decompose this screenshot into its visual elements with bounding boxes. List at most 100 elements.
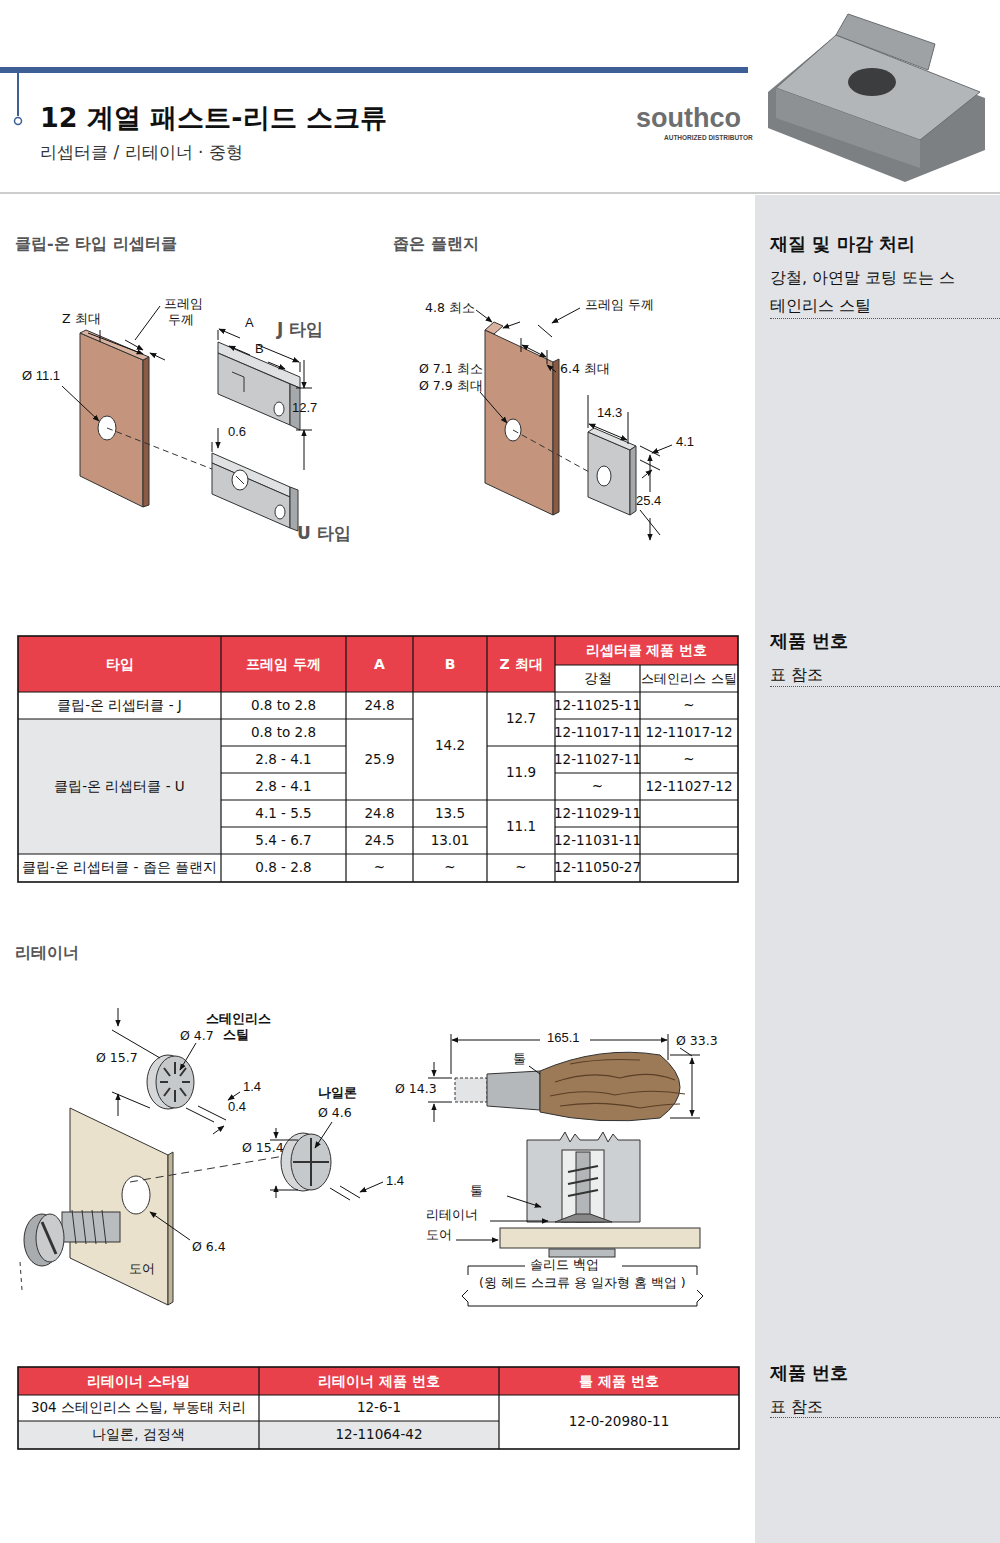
table-cell: 12-11029-11 — [555, 800, 640, 827]
table-header: A — [346, 636, 413, 692]
dimension-label: 25.4 — [636, 494, 661, 509]
dimension-label: 리테이너 — [426, 1208, 478, 1222]
table-cell: 12-11064-42 — [259, 1421, 499, 1449]
dotted-rule — [770, 1417, 1000, 1418]
table-cell: 클립-온 리셉터클 - 좁은 플랜지 — [18, 854, 221, 882]
dimension-label: 14.3 — [597, 406, 622, 421]
table-cell: 12-11017-12 — [640, 719, 738, 746]
type-label: J 타입 — [277, 320, 323, 340]
material-label: 나일론 — [318, 1086, 357, 1100]
table-header: 리테이너 스타일 — [18, 1367, 259, 1395]
dimension-label: Ø 7.9 최대 — [419, 379, 483, 393]
dimension-label: 165.1 — [547, 1031, 580, 1046]
table-cell: 12-11025-11 — [555, 692, 640, 719]
table-cell: 4.1 - 5.5 — [221, 800, 346, 827]
table-cell: 11.9 — [487, 746, 555, 800]
side-panel: 재질 및 마감 처리강철, 아연말 코팅 또는 스테인리스 스틸제품 번호표 참… — [755, 195, 1000, 1543]
table-cell: 12-11017-11 — [555, 719, 640, 746]
table-cell: 나일론, 검정색 — [18, 1421, 259, 1449]
table-cell: ~ — [640, 746, 738, 773]
table-cell: ~ — [640, 692, 738, 719]
dimension-label: 두께 — [168, 313, 194, 327]
dimension-label: 4.1 — [676, 435, 694, 450]
section-heading: 클립-온 타입 리셉터클 — [15, 235, 177, 253]
table-header: 리셉터클 제품 번호 — [555, 636, 738, 665]
dimension-label: 솔리드 백업 — [530, 1258, 599, 1272]
table-subheader: 스테인리스 스틸 — [640, 665, 738, 692]
table-cell: 12-6-1 — [259, 1395, 499, 1421]
panel-heading: 재질 및 마감 처리 — [770, 232, 915, 256]
table-cell: 2.8 - 4.1 — [221, 773, 346, 800]
dimension-label: 툴 — [513, 1052, 526, 1066]
table-cell: 25.9 — [346, 719, 413, 800]
table-header: 툴 제품 번호 — [499, 1367, 739, 1395]
table-cell: 12-11027-12 — [640, 773, 738, 800]
table-cell: 0.8 to 2.8 — [221, 719, 346, 746]
table-cell: 0.8 - 2.8 — [221, 854, 346, 882]
dimension-label: 도어 — [129, 1262, 155, 1276]
panel-heading: 제품 번호 — [770, 1361, 848, 1385]
dotted-rule — [770, 686, 1000, 687]
dimension-label: 도어 — [426, 1228, 452, 1242]
dimension-label: 0.6 — [228, 425, 246, 440]
table-cell: 12-11050-27 — [555, 854, 640, 882]
material-label: 스테인리스 — [206, 1012, 271, 1026]
table-cell: 13.5 — [413, 800, 487, 827]
table-header: 프레임 두께 — [221, 636, 346, 692]
dimension-label: Ø 6.4 — [192, 1240, 226, 1254]
dimension-label: 1.4 — [243, 1080, 261, 1095]
table-cell: 24.8 — [346, 692, 413, 719]
section-heading: 리테이너 — [15, 944, 79, 962]
panel-heading: 제품 번호 — [770, 629, 848, 653]
type-label: U 타입 — [297, 524, 351, 544]
table-cell: 0.8 to 2.8 — [221, 692, 346, 719]
table-header: Z 최대 — [487, 636, 555, 692]
table-cell: ~ — [487, 854, 555, 882]
page-title: 12 계열 패스트-리드 스크류 — [40, 104, 387, 131]
subtitle: 리셉터클 / 리테이너 · 중형 — [40, 143, 243, 163]
dimension-label: 4.8 최소 — [425, 301, 475, 315]
table-cell: 304 스테인리스 스틸, 부동태 처리 — [18, 1395, 259, 1421]
panel-text: 표 참조 — [770, 661, 823, 689]
dimension-label: A — [245, 316, 254, 331]
table-cell: 14.2 — [413, 692, 487, 800]
table-cell: 24.5 — [346, 827, 413, 854]
table-cell: 클립-온 리셉터클 - U — [18, 719, 221, 854]
table-header: B — [413, 636, 487, 692]
table-cell: ~ — [555, 773, 640, 800]
table-cell: 13.01 — [413, 827, 487, 854]
material-label: 스틸 — [223, 1028, 249, 1042]
table-header: 리테이너 제품 번호 — [259, 1367, 499, 1395]
table-cell: 2.8 - 4.1 — [221, 746, 346, 773]
table-subheader: 강철 — [555, 665, 640, 692]
dotted-rule — [770, 318, 1000, 319]
dimension-label: 프레임 두께 — [585, 298, 654, 312]
table-cell: 24.8 — [346, 800, 413, 827]
table-cell: ~ — [346, 854, 413, 882]
dimension-label: Z 최대 — [62, 312, 101, 326]
dimension-label: 1.4 — [386, 1174, 404, 1189]
dimension-label: Ø 11.1 — [22, 369, 60, 384]
table-cell: ~ — [413, 854, 487, 882]
table-cell: 12-11031-11 — [555, 827, 640, 854]
dimension-label: Ø 33.3 — [676, 1034, 718, 1048]
dimension-label: B — [255, 342, 264, 357]
dimension-label: 6.4 최대 — [560, 362, 610, 376]
dimension-label: Ø 7.1 최소 — [419, 362, 483, 376]
table-cell: 12.7 — [487, 692, 555, 746]
dimension-label: 프레임 — [164, 297, 203, 311]
panel-text: 강철, 아연말 코팅 또는 스테인리스 스틸 — [770, 264, 960, 320]
dimension-label: (윙 헤드 스크류 용 일자형 홈 백업 ) — [479, 1276, 686, 1290]
table-cell: 5.4 - 6.7 — [221, 827, 346, 854]
dimension-label: Ø 15.4 — [242, 1141, 284, 1155]
dimension-label: 12.7 — [292, 401, 317, 416]
dimension-label: Ø 4.6 — [318, 1106, 352, 1120]
table-cell: 12-0-20980-11 — [499, 1395, 739, 1449]
dimension-label: Ø 14.3 — [395, 1082, 437, 1096]
brand-tagline: AUTHORIZED DISTRIBUTOR — [664, 134, 753, 141]
section-heading: 좁은 플랜지 — [393, 235, 479, 253]
dimension-label: Ø 4.7 — [180, 1029, 214, 1043]
table-cell: 11.1 — [487, 800, 555, 854]
dimension-label: 툴 — [470, 1184, 483, 1198]
dimension-label: 0.4 — [228, 1100, 246, 1115]
